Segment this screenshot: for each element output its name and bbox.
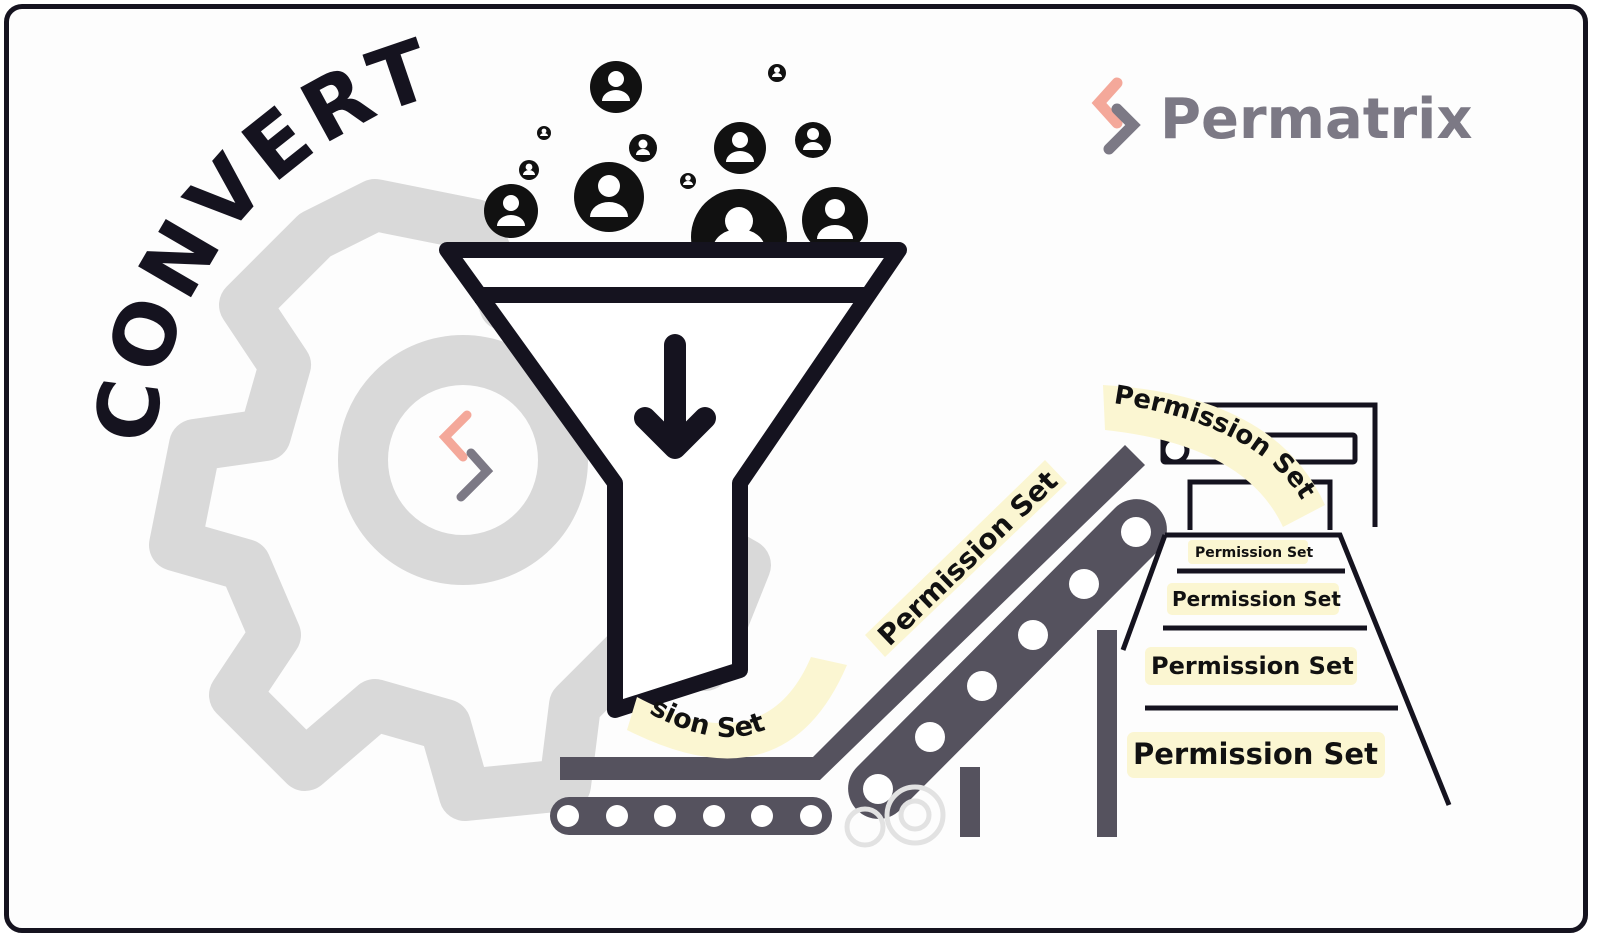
- user-icon: [714, 122, 766, 174]
- user-icon: [590, 61, 642, 113]
- illustration-frame: CONVERT: [4, 4, 1588, 933]
- permatrix-logo-icon: [1091, 77, 1141, 155]
- user-icon: [537, 126, 551, 140]
- brand-name: Permatrix: [1160, 87, 1472, 152]
- permission-set-stack-1: Permission Set: [1195, 545, 1314, 561]
- user-icon: [768, 64, 786, 82]
- user-icon: [484, 184, 538, 238]
- down-arrow-icon: [634, 334, 716, 459]
- permission-set-stack-4: Permission Set: [1133, 737, 1378, 771]
- permission-set-stack-2: Permission Set: [1172, 587, 1341, 611]
- illustration-canvas: CONVERT: [9, 9, 1472, 848]
- user-icon: [629, 134, 657, 162]
- user-icon: [802, 187, 868, 253]
- permission-set-stack-3: Permission Set: [1151, 652, 1354, 680]
- user-icon: [519, 160, 539, 180]
- conveyor-belt-icon: [550, 445, 1167, 837]
- gear-logo-icon: [438, 410, 494, 502]
- gear-icon: [844, 784, 946, 848]
- funnel-icon: [439, 242, 907, 718]
- tag-highlights: [627, 385, 1385, 778]
- user-icon: [574, 162, 644, 232]
- user-icon: [795, 122, 831, 158]
- user-icon: [680, 173, 696, 189]
